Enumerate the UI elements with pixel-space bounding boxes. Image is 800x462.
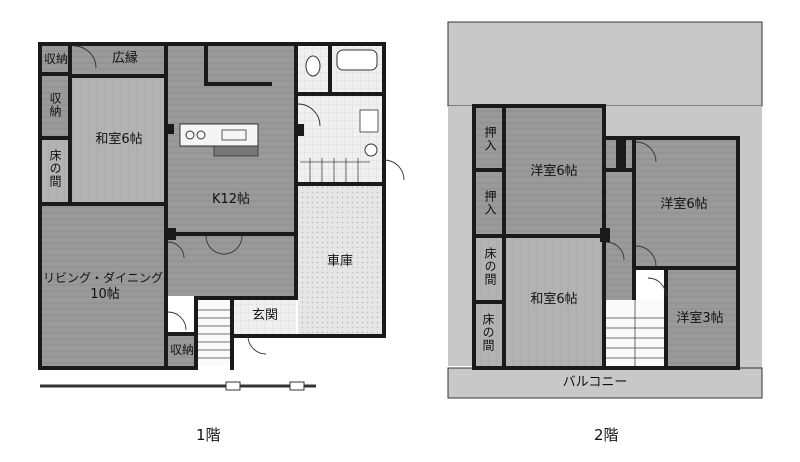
bathtub [336, 49, 378, 71]
label-living-line1: リビング・ダイニング [42, 271, 163, 285]
room-garage [298, 186, 382, 334]
label-oshiire1: 押入 [483, 126, 497, 152]
room-washitsu-1f [72, 78, 164, 202]
label-shuno-top: 収納 [43, 52, 68, 66]
room-tokonoma-2f-2 [476, 304, 504, 366]
room-washroom [296, 94, 382, 184]
floor2-title: 2階 [594, 426, 619, 444]
label-tokonoma-2f-1: 床の間 [483, 247, 497, 286]
room-shuno-bottom [168, 336, 198, 366]
label-yoshitsu-b: 洋室6帖 [660, 197, 708, 212]
roof-area [447, 21, 763, 107]
room-genkan [234, 300, 296, 336]
room-washitsu-2f [506, 238, 602, 366]
room-yoshitsu-c [668, 270, 736, 366]
floor2-plan [447, 21, 763, 399]
label-yoshitsu-a: 洋室6帖 [530, 164, 578, 179]
floor1-title: 1階 [196, 426, 221, 444]
label-yoshitsu-c: 洋室3帖 [676, 311, 724, 326]
label-garage: 車庫 [326, 254, 353, 269]
room-shuno-left [42, 76, 70, 138]
room-shuno-top [42, 46, 70, 72]
floor1-plan [38, 42, 405, 391]
label-living-line2: 10帖 [90, 287, 120, 302]
room-tokonoma-2f-1 [476, 238, 504, 300]
label-genkan: 玄関 [251, 308, 278, 323]
room-balcony [447, 367, 763, 399]
toilet-fixture [305, 55, 321, 77]
room-yoshitsu-a [506, 108, 602, 234]
label-tokonoma-2f-2: 床の間 [481, 313, 495, 352]
label-kitchen: K12帖 [211, 192, 251, 207]
label-tokonoma-1f: 床の間 [48, 149, 62, 188]
label-oshiire2: 押入 [483, 190, 497, 216]
label-washitsu-1f: 和室6帖 [95, 132, 143, 147]
room-oshiire2 [476, 172, 504, 234]
room-living [42, 206, 166, 366]
room-stair-1f [198, 300, 232, 366]
label-balcony: バルコニー [562, 375, 628, 390]
label-washitsu-2f: 和室6帖 [530, 292, 578, 307]
label-hiroen: 広縁 [111, 51, 138, 66]
room-tokonoma-1f [42, 140, 70, 202]
label-shuno-bottom: 収納 [169, 343, 194, 357]
room-yoshitsu-b [636, 140, 736, 268]
room-hall [168, 236, 296, 296]
label-shuno-left: 収納 [48, 92, 62, 118]
room-oshiire1 [476, 108, 504, 170]
